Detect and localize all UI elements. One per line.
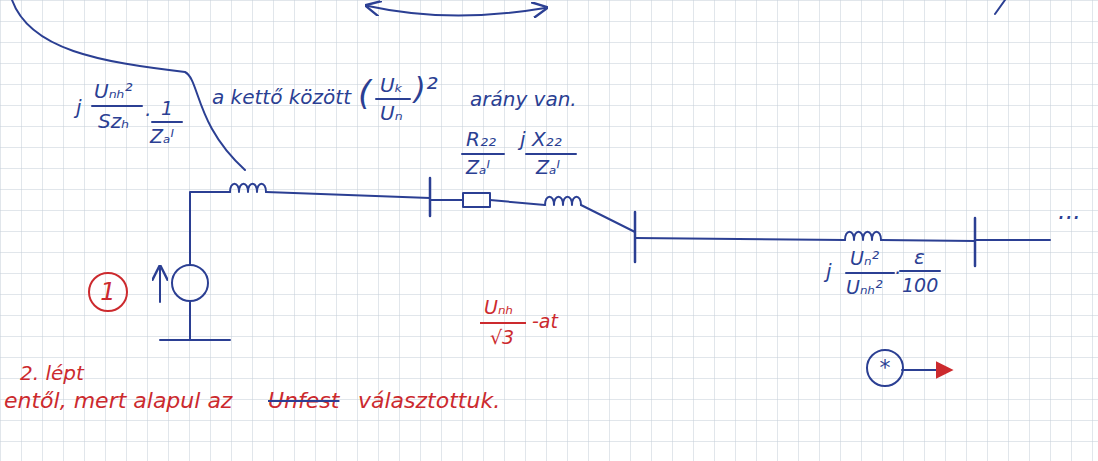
math-term: Uₙₕ² bbox=[846, 277, 883, 299]
wire bbox=[881, 240, 975, 241]
note-text: 2. lépt bbox=[20, 362, 84, 385]
math-symbol: )² bbox=[414, 72, 438, 107]
math-term: Uₙₕ² bbox=[94, 80, 133, 103]
math-term: Uₖ bbox=[380, 74, 403, 97]
leader-line bbox=[12, 0, 245, 170]
math-term: √3 bbox=[490, 327, 514, 349]
bus-bar bbox=[429, 178, 432, 216]
source-arrow bbox=[159, 268, 161, 302]
math-term: 100 bbox=[902, 275, 938, 297]
math-term: j X₂₂ bbox=[520, 128, 562, 151]
callout-mark: * bbox=[866, 349, 904, 387]
resistor-symbol bbox=[463, 193, 490, 207]
pointer-arrow bbox=[902, 369, 950, 371]
math-symbol: j bbox=[826, 260, 832, 283]
double-arrow bbox=[368, 6, 545, 16]
math-term: Szₕ bbox=[98, 110, 129, 133]
math-symbol: · bbox=[144, 104, 150, 127]
note-text: arány van. bbox=[470, 88, 577, 111]
note-text: választottuk. bbox=[358, 388, 500, 413]
inductor-symbol bbox=[230, 184, 266, 192]
wire bbox=[975, 239, 1050, 241]
continuation-dots: ... bbox=[1058, 198, 1081, 226]
wire bbox=[190, 192, 230, 265]
callout-number: 1 bbox=[88, 272, 128, 312]
wire bbox=[635, 238, 845, 240]
node-text: 1 bbox=[100, 280, 115, 304]
inductor-symbol bbox=[545, 197, 581, 205]
math-symbol: j bbox=[76, 96, 82, 119]
inductor-symbol bbox=[845, 232, 881, 240]
fraction-bar bbox=[462, 153, 504, 155]
math-symbol: ( bbox=[358, 74, 371, 113]
wire bbox=[581, 205, 635, 232]
note-text: a kettő között bbox=[212, 86, 351, 109]
fraction-bar bbox=[480, 322, 526, 324]
note-text: -at bbox=[532, 311, 558, 333]
ground-line bbox=[160, 301, 230, 340]
stray-stroke bbox=[995, 0, 1005, 14]
math-symbol: · bbox=[894, 262, 900, 285]
math-term: Uₙ² bbox=[850, 248, 879, 270]
voltage-source bbox=[172, 265, 208, 301]
fraction-bar bbox=[900, 270, 940, 272]
math-term: Zₐᴵ bbox=[150, 126, 174, 148]
math-term: Zₐᴵ bbox=[536, 157, 560, 179]
math-term: R₂₂ bbox=[466, 128, 496, 151]
math-term: Uₙₕ bbox=[484, 297, 513, 319]
node-text: * bbox=[880, 357, 891, 379]
fraction-bar bbox=[152, 121, 182, 123]
math-term: 1 bbox=[161, 98, 173, 120]
fraction-bar bbox=[526, 153, 576, 155]
wire bbox=[266, 192, 430, 198]
fraction-bar bbox=[92, 105, 142, 107]
note-text: entől, mert alapul az bbox=[4, 388, 232, 413]
wire bbox=[490, 200, 545, 205]
fraction-bar bbox=[846, 272, 894, 274]
bus-bar bbox=[974, 218, 977, 266]
bus-bar bbox=[634, 212, 637, 262]
wire bbox=[430, 199, 463, 201]
math-term: ε bbox=[914, 246, 925, 269]
crossed-out-text: Unfest bbox=[268, 388, 339, 413]
math-term: Uₙ bbox=[380, 102, 403, 125]
fraction-bar bbox=[376, 98, 410, 100]
math-term: Zₐᴵ bbox=[466, 157, 490, 179]
